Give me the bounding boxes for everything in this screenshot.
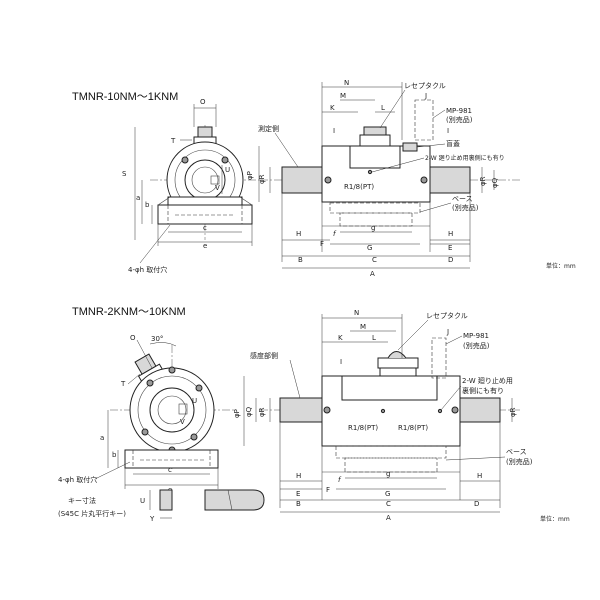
bottom-mp981-label: MP-981 xyxy=(463,332,489,340)
top-mount-holes-label: 4-φh 取付穴 xyxy=(128,265,167,274)
bottom-title: TMNR-2KNM～10KNM xyxy=(72,306,186,318)
key-spec: (S45C 片丸平行キー) xyxy=(58,509,126,518)
dim-I: I xyxy=(333,127,335,135)
key-detail: キー寸法 (S45C 片丸平行キー) U Y xyxy=(58,489,265,523)
top-mp981-label: MP-981 xyxy=(446,107,472,115)
top-mp981-sold-sep: (別売品) xyxy=(446,115,473,124)
dim-phiR-bottom: φR xyxy=(258,407,266,417)
dim-I-right: I xyxy=(447,127,449,135)
dim-key-U: U xyxy=(140,497,145,505)
dim-E-bottom: E xyxy=(296,490,300,498)
top-base-sold-sep: (別売品) xyxy=(452,203,479,212)
dim-V: V xyxy=(215,184,220,192)
dim-N-bottom: N xyxy=(354,309,359,317)
dim-F: F xyxy=(320,240,324,248)
dim-phiR: φR xyxy=(258,174,266,184)
bottom-base-sold-sep: (別売品) xyxy=(506,457,533,466)
dim-I-bottom: I xyxy=(340,358,342,366)
dim-J: J xyxy=(424,92,427,100)
dim-g-bottom: g xyxy=(386,470,390,478)
top-side-view: N M K L J I I φP φR φR φQ R1/8(PT) レセプタク… xyxy=(246,79,576,278)
bottom-mount-holes-label: 4-φh 取付穴 xyxy=(58,475,97,484)
dim-phiR-right: φR xyxy=(479,176,487,186)
dim-phiP: φP xyxy=(246,171,254,180)
dim-e: e xyxy=(203,242,207,250)
dim-key-Y: Y xyxy=(149,515,155,523)
bottom-base-label: ベース xyxy=(506,448,527,456)
top-title: TMNR-10NM～1KNM xyxy=(72,91,178,103)
dim-g: g xyxy=(371,224,375,232)
dim-f-bottom: f xyxy=(338,476,342,484)
dim-U: U xyxy=(225,166,230,174)
dim-F-bottom: F xyxy=(326,486,330,494)
dim-B-bottom: B xyxy=(296,500,301,508)
bottom-rotation-stop-1: 2-W 廻り止め用 xyxy=(462,376,513,385)
top-rotation-stop-label: 2-W 廻り止め用裏側にも有り xyxy=(425,154,505,162)
top-cover-label: 盲蓋 xyxy=(446,139,460,148)
bottom-unit-label: 単位：mm xyxy=(540,515,570,523)
dim-c: c xyxy=(203,224,207,232)
bottom-port-left: R1/8(PT) xyxy=(348,424,378,432)
dim-D-bottom: D xyxy=(474,500,479,508)
bottom-rotation-stop-2: 裏側にも有り xyxy=(462,386,504,395)
dim-H-bottom: H xyxy=(296,472,301,480)
key-title: キー寸法 xyxy=(68,496,96,505)
dim-phiR-bottom-right: φR xyxy=(509,407,517,417)
bottom-front-view: O 30° T U V a b c e 4-φh 取付穴 xyxy=(58,334,235,494)
dim-C: C xyxy=(372,256,377,264)
dim-phiQ: φQ xyxy=(491,177,499,188)
top-port-label: R1/8(PT) xyxy=(344,183,374,191)
dim-b-bottom: b xyxy=(112,451,117,459)
dim-c-bottom: c xyxy=(168,466,172,474)
top-front-view: O S a b T U V c e 4-φh 取付穴 xyxy=(122,98,260,274)
dim-O-bottom: O xyxy=(130,334,136,342)
dim-E: E xyxy=(448,244,452,252)
dim-b: b xyxy=(145,201,150,209)
top-measure-side-label: 測定側 xyxy=(258,124,279,133)
dim-N: N xyxy=(344,79,349,87)
dim-a-bottom: a xyxy=(100,434,104,442)
dim-f: f xyxy=(333,230,337,238)
dim-S: S xyxy=(122,170,127,178)
dim-K: K xyxy=(330,104,335,112)
dim-H-right: H xyxy=(448,230,453,238)
top-receptacle-label: レセプタクル xyxy=(404,81,446,90)
dim-phiQ-bottom: φQ xyxy=(245,406,253,417)
dim-H-bottom-right: H xyxy=(477,472,482,480)
dim-M: M xyxy=(340,92,346,100)
bottom-angle-label: 30° xyxy=(151,335,163,343)
dim-O: O xyxy=(200,98,206,106)
dim-A-bottom: A xyxy=(386,514,391,522)
bottom-port-right: R1/8(PT) xyxy=(398,424,428,432)
dim-G-bottom: G xyxy=(385,490,390,498)
dim-a: a xyxy=(136,194,140,202)
dim-L-bottom: L xyxy=(372,334,376,342)
dim-H: H xyxy=(296,230,301,238)
bottom-receptacle-label: レセプタクル xyxy=(426,311,468,320)
bottom-side-view: N M K L J I φP φQ φR φR R1/8(PT) R1/8(PT… xyxy=(233,309,570,523)
dim-D: D xyxy=(448,256,453,264)
dim-T: T xyxy=(170,137,176,145)
dim-B: B xyxy=(298,256,303,264)
dim-U-bottom: U xyxy=(192,397,197,405)
dim-L: L xyxy=(381,104,385,112)
dim-phiP-bottom: φP xyxy=(233,409,241,418)
dim-V-bottom: V xyxy=(180,418,185,426)
dim-K-bottom: K xyxy=(338,334,343,342)
dim-J-bottom: J xyxy=(446,328,449,336)
dim-T-bottom: T xyxy=(120,380,126,388)
top-unit-label: 単位：mm xyxy=(546,262,576,270)
bottom-strain-side-label: 感度部側 xyxy=(250,351,278,360)
bottom-mp981-sold-sep: (別売品) xyxy=(463,341,490,350)
dim-C-bottom: C xyxy=(386,500,391,508)
dim-A: A xyxy=(370,270,375,278)
top-base-label: ベース xyxy=(452,195,473,203)
dim-M-bottom: M xyxy=(360,323,366,331)
dim-G: G xyxy=(367,244,372,252)
